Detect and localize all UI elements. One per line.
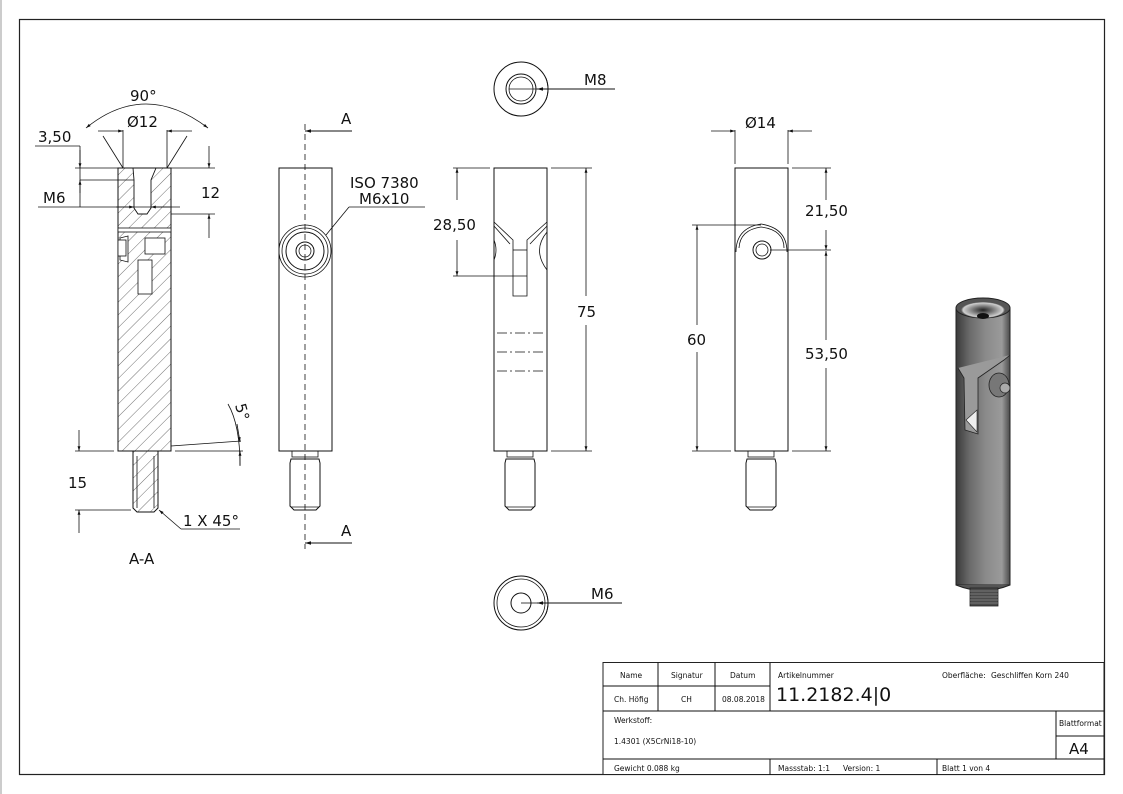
bottom-thread-label: M6 [591,585,614,603]
oberflaeche-value: Geschliffen Korn 240 [991,671,1069,680]
dim-dia-14: Ø14 [745,114,776,132]
side-view: 28,50 75 [433,167,596,511]
top-view: M8 [493,61,615,117]
werkstoff-value: 1.4301 (X5CrNi18-10) [614,737,696,746]
massstab: Massstab: 1:1 [778,764,830,773]
dim-60: 60 [687,331,706,349]
version: Version: 1 [843,764,880,773]
title-block: Name Signatur Datum Artikelnummer Ch. Hö… [602,662,1105,775]
dim-28-50: 28,50 [433,216,476,234]
blattformat-value: A4 [1069,740,1089,758]
dim-m6-thread: M6 [43,189,66,207]
value-name: Ch. Höfig [614,695,649,704]
dim-12: 12 [201,184,220,202]
dim-15: 15 [68,474,87,492]
top-thread-label: M8 [584,71,607,89]
dim-21-50: 21,50 [805,202,848,220]
section-marker-top: A [341,110,352,128]
isometric-view [955,297,1011,607]
oberflaeche-label: Oberfläche: [942,671,986,680]
section-marker-bottom: A [341,522,352,540]
dim-chamfer: 1 X 45° [183,512,239,530]
section-view-a-a: 90° Ø12 3,50 M6 12 5° 15 [35,87,253,568]
dim-3-50: 3,50 [38,128,71,146]
screw-callout-line2: M6x10 [359,190,409,208]
blattformat-label: Blattformat [1059,719,1102,728]
right-view: Ø14 21,50 60 53,50 [687,114,848,511]
blatt: Blatt 1 von 4 [942,764,990,773]
article-number: 11.2182.4|0 [776,684,891,706]
drawing-frame [18,18,1106,776]
werkstoff-label: Werkstoff: [614,716,652,725]
value-datum: 08.08.2018 [722,695,765,704]
value-signatur: CH [681,695,692,704]
dim-dia-12: Ø12 [127,113,158,131]
dim-53-50: 53,50 [805,345,848,363]
header-artikelnummer: Artikelnummer [778,671,835,680]
header-datum: Datum [730,671,755,680]
dim-angle-5: 5° [231,401,253,422]
dim-angle-90: 90° [130,87,157,105]
bottom-view: M6 [493,575,622,631]
header-name: Name [620,671,643,680]
gewicht: Gewicht 0.088 kg [614,764,680,773]
header-signatur: Signatur [671,671,704,680]
section-label: A-A [129,550,155,568]
dim-75: 75 [577,303,596,321]
screw-callout-line1: ISO 7380 [350,174,419,192]
front-view: A A ISO 7380 M6x10 [278,110,425,549]
